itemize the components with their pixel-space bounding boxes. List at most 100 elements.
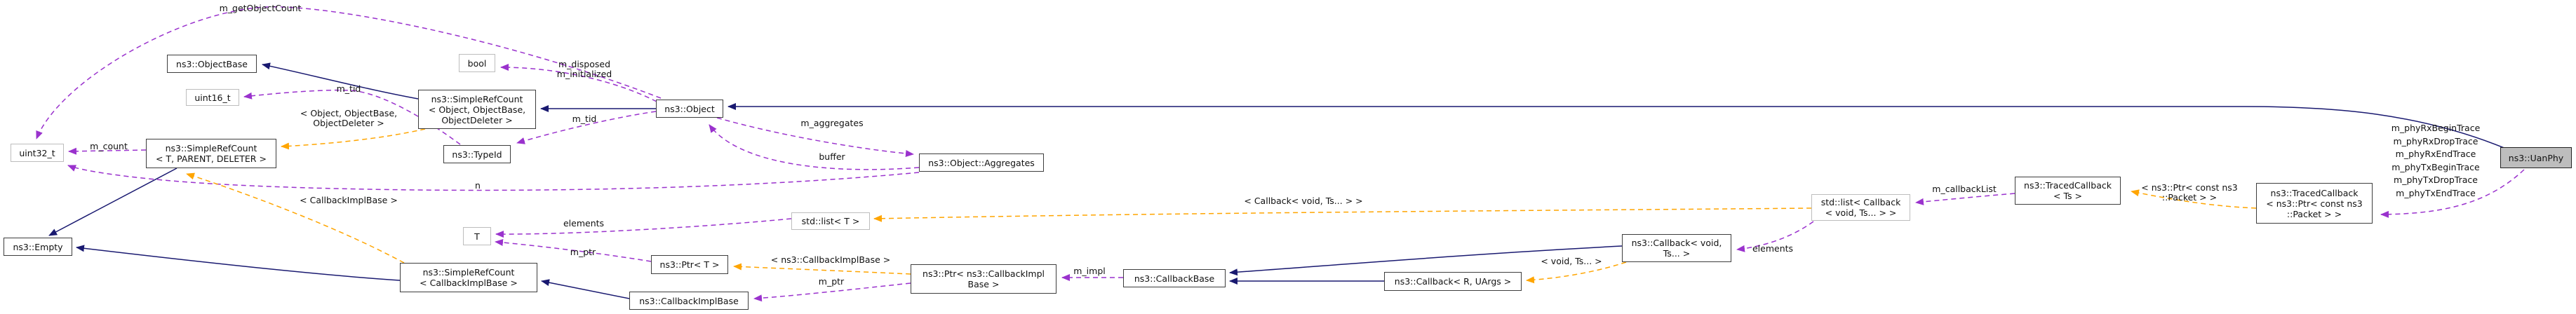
- node-callback-void[interactable]: ns3::Callback< void,Ts... >: [1622, 234, 1731, 262]
- edge-label-m-tid-typeid-uint16: m_tid: [337, 84, 361, 94]
- edge-usage-m-count: [68, 147, 147, 155]
- node-callbackbase[interactable]: ns3::CallbackBase: [1123, 269, 1226, 287]
- node-label-line: ns3::SimpleRefCount: [422, 267, 515, 278]
- node-callbackimplbase[interactable]: ns3::CallbackImplBase: [629, 292, 749, 310]
- edge-label-line: m_callbackList: [1932, 184, 1997, 194]
- node-label-line: uint16_t: [194, 92, 231, 103]
- node-uanphy: ns3::UanPhy: [2500, 147, 2572, 168]
- edge-label-line: m_phyRxBeginTrace: [2391, 123, 2481, 133]
- node-label-line: ns3::Callback< void,: [1631, 238, 1722, 248]
- edge-label-line: < CallbackImplBase >: [300, 195, 398, 205]
- node-ptr-t[interactable]: ns3::Ptr< T >: [651, 255, 728, 274]
- node-uint32_t[interactable]: uint32_t: [11, 144, 64, 162]
- edge-label-line: buffer: [819, 151, 845, 162]
- node-label-line: ns3::Object::Aggregates: [928, 157, 1035, 168]
- node-std-list-t[interactable]: std::list< T >: [791, 212, 870, 230]
- node-uint16_t[interactable]: uint16_t: [186, 89, 239, 106]
- node-empty[interactable]: ns3::Empty: [4, 238, 72, 256]
- node-label-line: < T, PARENT, DELETER >: [156, 153, 267, 164]
- node-callback-r-uargs[interactable]: ns3::Callback< R, UArgs >: [1384, 272, 1522, 291]
- node-label-line: Ts... >: [1663, 248, 1691, 259]
- node-tracedcallback-ts[interactable]: ns3::TracedCallback< Ts >: [2015, 177, 2121, 205]
- edge-usage-phy-traces: [2380, 169, 2525, 218]
- node-label-line: std::list< T >: [801, 216, 860, 226]
- edge-label-line: m_tid: [572, 114, 597, 124]
- node-t[interactable]: T: [463, 227, 491, 245]
- node-label-line: bool: [467, 57, 487, 69]
- edge-usage-m-getobjectcount: [36, 6, 662, 139]
- edge-label-m-aggregates: m_aggregates: [800, 118, 863, 128]
- edge-usage-n: [67, 165, 920, 191]
- node-tracedcallback-packet[interactable]: ns3::TracedCallback< ns3::Ptr< const ns3…: [2256, 183, 2373, 224]
- edge-label-tmpl-void-ts: < void, Ts... >: [1541, 257, 1602, 266]
- node-label-line: ns3::CallbackBase: [1134, 273, 1215, 284]
- node-object[interactable]: ns3::Object: [656, 100, 723, 118]
- node-simplerefcount-tpd[interactable]: ns3::SimpleRefCount< T, PARENT, DELETER …: [146, 139, 276, 168]
- edge-label-m-callbacklist: m_callbackList: [1932, 184, 1996, 194]
- node-label-line: ns3::UanPhy: [2508, 152, 2564, 163]
- node-simplerefcount-cib[interactable]: ns3::SimpleRefCount< CallbackImplBase >: [400, 263, 537, 292]
- edge-label-line: m_phyRxEndTrace: [2395, 149, 2476, 159]
- edge-label-line: m_phyTxEndTrace: [2396, 187, 2476, 198]
- edge-label-line: m_impl: [1073, 266, 1106, 276]
- edge-label-elements-right: elements: [1752, 244, 1793, 254]
- node-typeid[interactable]: ns3::TypeId: [443, 145, 511, 163]
- edge-label-m-tid-object-typeid: m_tid: [572, 114, 597, 124]
- node-label-line: ns3::SimpleRefCount: [165, 143, 257, 153]
- edge-template-packet: [2131, 189, 2257, 209]
- edge-inherit-cib-srcib: [541, 279, 630, 299]
- node-objectbase[interactable]: ns3::ObjectBase: [167, 55, 257, 73]
- edge-usage-m-aggregates: [716, 117, 914, 157]
- edge-label-tmpl-ptr-const-packet: < ns3::Ptr< const ns3::Packet > >: [2141, 183, 2238, 202]
- edge-label-line: m_phyTxDropTrace: [2394, 175, 2478, 185]
- edge-label-n: n: [475, 181, 481, 191]
- node-label-line: Base >: [967, 279, 1000, 289]
- edge-label-line: m_ptr: [570, 247, 596, 257]
- node-label-line: ns3::Ptr< T >: [659, 259, 720, 270]
- edge-label-line: m_ptr: [818, 276, 845, 287]
- edge-template-ptr: [733, 263, 911, 275]
- edge-label-elements-left: elements: [563, 219, 604, 228]
- node-label-line: < void, Ts... > >: [1825, 207, 1897, 218]
- node-label-line: ns3::Empty: [13, 241, 63, 252]
- node-object-aggregates[interactable]: ns3::Object::Aggregates: [919, 153, 1044, 172]
- node-bool[interactable]: bool: [459, 54, 495, 72]
- edge-label-line: m_aggregates: [800, 118, 864, 128]
- edge-label-line: < Object, ObjectBase,: [300, 108, 398, 118]
- edge-inherit-srcib-empty: [76, 245, 401, 281]
- node-label-line: ::Packet > >: [2286, 208, 2342, 219]
- edge-usage-m-callbacklist: [1915, 193, 2015, 205]
- edge-label-line: ::Packet > >: [2161, 191, 2218, 203]
- edge-usage-elements-right: [1736, 221, 1814, 252]
- node-label-line: ns3::TracedCallback: [2024, 180, 2112, 191]
- node-label-line: ObjectDeleter >: [441, 114, 513, 125]
- edge-label-line: m_phyRxDropTrace: [2393, 135, 2478, 146]
- edge-label-tmpl-list-callback: < Callback< void, Ts... > >: [1244, 196, 1362, 206]
- edge-label-line: ObjectDeleter >: [313, 117, 384, 128]
- edge-label-line: < void, Ts... >: [1541, 256, 1602, 266]
- node-label-line: ns3::TracedCallback: [2270, 187, 2359, 198]
- edge-label-line: m_count: [90, 141, 128, 151]
- edge-template-void-ts: [1526, 261, 1627, 284]
- edge-template-list-callback: [873, 207, 1812, 222]
- edge-label-line: n: [475, 180, 481, 191]
- edge-label-m-impl: m_impl: [1073, 266, 1105, 276]
- edge-label-line: m_getObjectCount: [219, 3, 302, 13]
- edge-label-line: < ns3::CallbackImplBase >: [770, 254, 891, 265]
- edge-label-tmpl-ptr-callbackimplbase: < ns3::CallbackImplBase >: [771, 255, 890, 265]
- edge-label-tmpl-object: < Object, ObjectBase,ObjectDeleter >: [300, 109, 397, 128]
- node-std-list-callback[interactable]: std::list< Callback< void, Ts... > >: [1811, 194, 1910, 221]
- node-label-line: ns3::TypeId: [452, 149, 502, 160]
- edge-inherit-srtpd-empty: [48, 168, 177, 236]
- edge-label-line: m_disposed: [558, 59, 611, 69]
- edge-label-line: < ns3::Ptr< const ns3: [2141, 182, 2238, 193]
- edge-label-tmpl-callbackimplbase: < CallbackImplBase >: [300, 196, 398, 205]
- edge-label-line: m_tid: [336, 83, 361, 94]
- node-label-line: T: [474, 231, 480, 242]
- edge-label-buffer: buffer: [819, 152, 845, 162]
- node-simplerefcount-object[interactable]: ns3::SimpleRefCount< Object, ObjectBase,…: [418, 90, 536, 129]
- edge-label-line: m_initialized: [556, 68, 612, 79]
